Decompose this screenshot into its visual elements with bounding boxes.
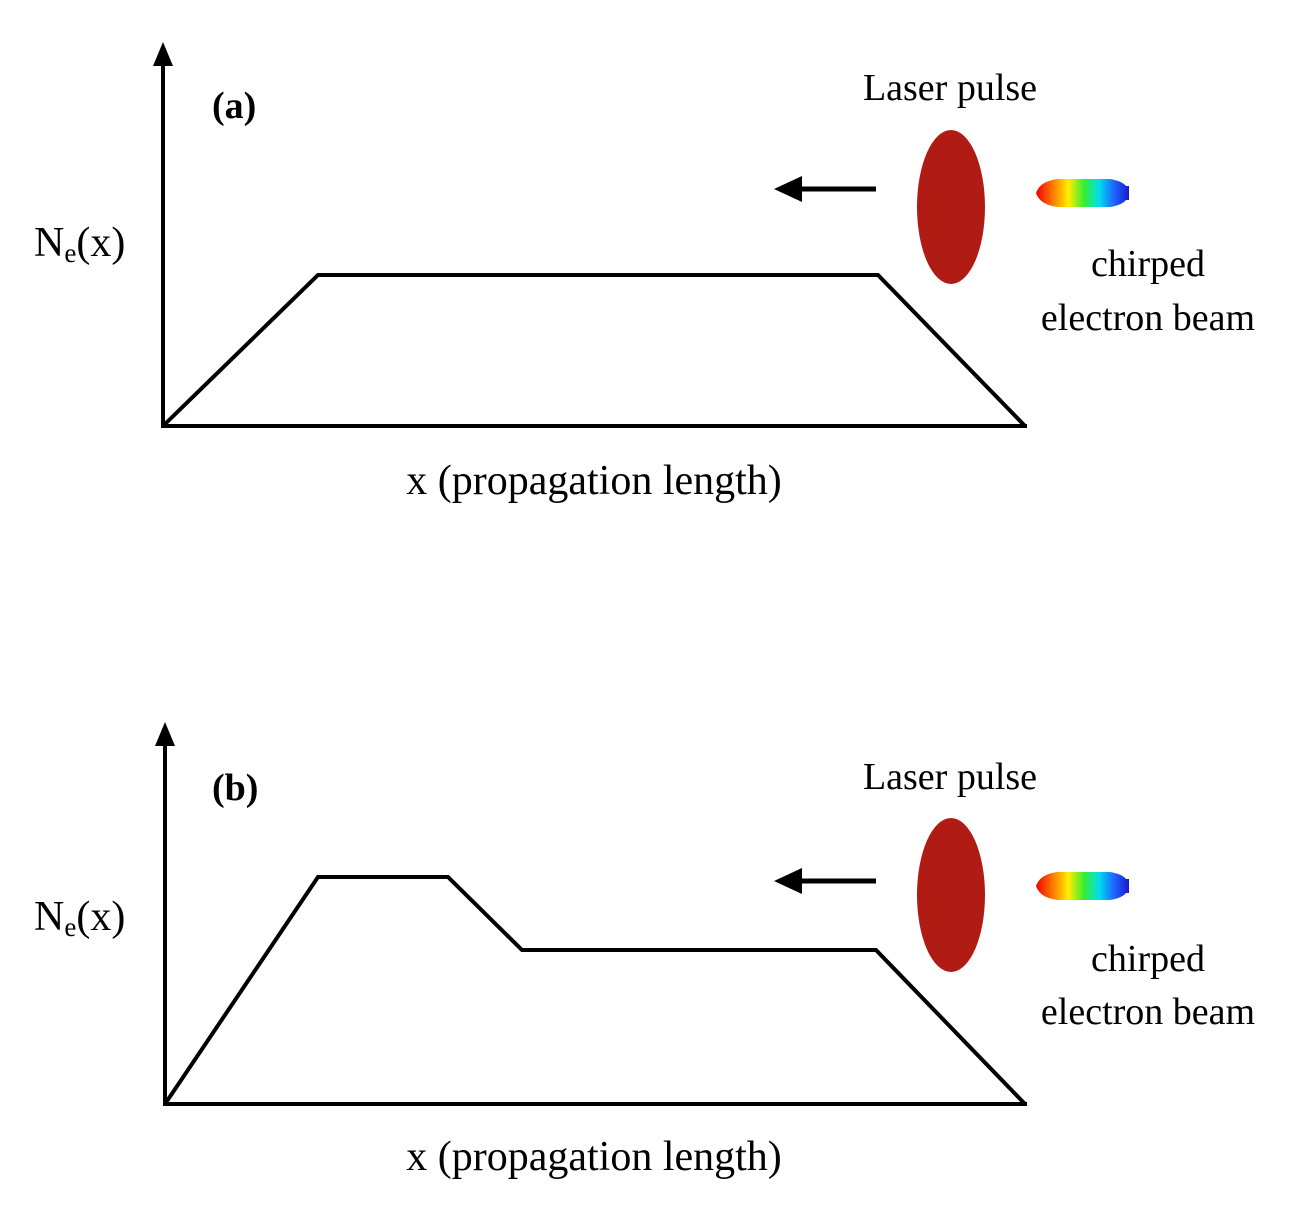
laser-pulse-label: Laser pulse: [863, 756, 1037, 798]
beam-label-line2: electron beam: [1041, 991, 1255, 1033]
laser-pulse-shape: [917, 130, 985, 284]
laser-pulse-shape: [917, 818, 985, 972]
y-axis-label: Ne(x): [34, 894, 125, 942]
beam-label-line2: electron beam: [1041, 297, 1255, 339]
x-axis-label: x (propagation length): [406, 458, 782, 504]
direction-arrow-icon: [774, 176, 802, 202]
direction-arrow-icon: [774, 868, 802, 894]
electron-beam-shape: [1036, 179, 1129, 207]
beam-label-line1: chirped: [1091, 243, 1205, 285]
electron-beam-shape: [1036, 872, 1129, 900]
density-profile: [163, 875, 1027, 1106]
beam-label-line1: chirped: [1091, 938, 1205, 980]
laser-pulse-label: Laser pulse: [863, 67, 1037, 109]
panel-label: (a): [212, 85, 256, 127]
y-axis-arrowhead: [155, 722, 175, 746]
x-axis-label: x (propagation length): [406, 1134, 782, 1180]
panel-a: (a) Ne(x) x (propagation length) Laser p…: [34, 42, 1255, 504]
panel-label: (b): [212, 767, 258, 809]
y-axis-arrowhead: [153, 42, 173, 66]
y-axis-label: Ne(x): [34, 220, 125, 268]
panel-b: (b) Ne(x) x (propagation length) Laser p…: [34, 722, 1255, 1180]
density-profile: [161, 273, 1027, 428]
